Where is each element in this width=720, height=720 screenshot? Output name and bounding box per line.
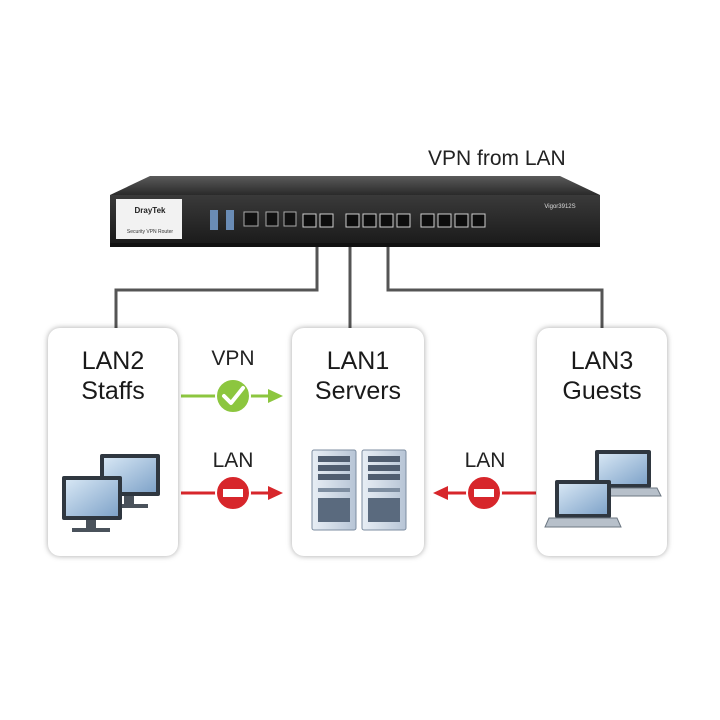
desktop-monitor-icon [62, 454, 160, 532]
lan2-title: LAN2 [81, 347, 145, 375]
lan2-subtitle: Staffs [81, 377, 145, 405]
vpn-label: VPN [211, 347, 255, 370]
diagram-title: VPN from LAN [428, 147, 566, 170]
cable-lan3 [386, 245, 604, 328]
router-brand: DrayTek [135, 206, 167, 215]
vpn-arrow [181, 378, 283, 414]
lan1-box: LAN1 Servers [292, 328, 424, 556]
lan1-subtitle: Servers [314, 377, 402, 405]
laptop-icon [544, 450, 662, 528]
lan-label-left: LAN [212, 449, 254, 472]
cable-lan2 [114, 245, 319, 328]
lan3-box: LAN3 Guests [537, 328, 667, 556]
lan2-box: LAN2 Staffs [48, 328, 178, 556]
lan3-title: LAN3 [570, 347, 634, 375]
router-model: Vigor3912S [544, 204, 575, 210]
lan-arrow-right [433, 475, 536, 511]
check-icon [215, 378, 251, 414]
cables [114, 245, 604, 328]
router-device: DrayTek Security VPN Router Vigor3912S [110, 176, 600, 247]
lan3-subtitle: Guests [562, 377, 642, 405]
lan-label-right: LAN [464, 449, 506, 472]
router-caption: Security VPN Router [127, 229, 173, 235]
lan-arrow-left [181, 475, 283, 511]
lan1-title: LAN1 [326, 347, 390, 375]
server-tower-icon [311, 449, 407, 531]
